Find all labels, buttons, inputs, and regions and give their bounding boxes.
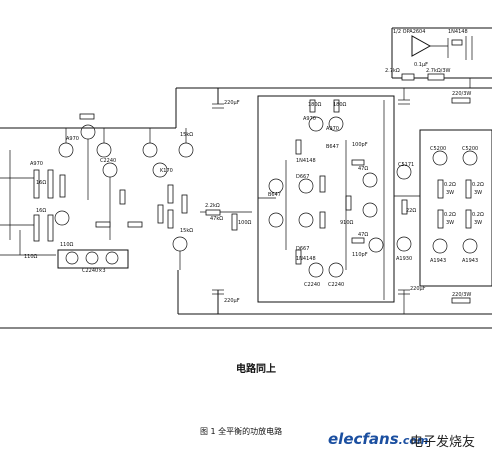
label-r180-2: 180Ω [333, 102, 347, 108]
label-cap-220-bot: 220μF [410, 286, 426, 292]
label-a1943-1: A1943 [430, 258, 446, 264]
label-c2240x3: C2240×3 [82, 268, 106, 274]
label-c100p: 100pF [352, 142, 368, 148]
label-a1930: A1930 [396, 256, 412, 262]
label-a970-3: A970 [303, 116, 316, 122]
label-b647-1: B647 [268, 192, 281, 198]
label-r15k-1: 15kΩ [180, 132, 193, 138]
label-3w-2: 3W [474, 190, 482, 196]
label-a1943-2: A1943 [462, 258, 478, 264]
label-c5200-1: C5200 [430, 146, 446, 152]
circuit-caption: 电路同上 [236, 364, 276, 375]
label-3w-3: 3W [446, 220, 454, 226]
label-r02-1: 0.2Ω [444, 182, 456, 188]
brand-name: elecfans [328, 430, 399, 448]
label-res-220-3w-top: 220/3W [452, 91, 471, 97]
label-c2240-3: C2240 [328, 282, 344, 288]
label-r110-2: 110Ω [24, 254, 38, 260]
label-r02-3: 0.2Ω [444, 212, 456, 218]
label-1n4148-b: 1N4148 [296, 256, 316, 262]
label-res-top-a: 2.7kΩ [385, 68, 400, 74]
label-c110p: 110pF [352, 252, 368, 258]
label-r47-b: 47Ω [358, 232, 368, 238]
label-c2240-2: C2240 [304, 282, 320, 288]
figure-caption: 图 1 全平衡的功放电路 [200, 427, 283, 436]
label-cap-220-top: 220μF [224, 100, 240, 106]
label-r910: 910Ω [340, 220, 354, 226]
label-a970-1: A970 [66, 136, 79, 142]
label-k170: K170 [160, 168, 173, 174]
label-c5200-2: C5200 [462, 146, 478, 152]
label-cap-top: 0.1μF [414, 62, 428, 68]
label-r22: 22Ω [406, 208, 416, 214]
brand-tld: .com [398, 434, 429, 447]
brand-chinese: 电子发烧友 [410, 435, 476, 450]
label-r02-2: 0.2Ω [472, 182, 484, 188]
label-r15k-2: 15kΩ [180, 228, 193, 234]
label-d667-2: D667 [296, 246, 309, 252]
label-a970-4: A970 [326, 126, 339, 132]
label-3w-1: 3W [446, 190, 454, 196]
label-r16-1: 16Ω [36, 180, 46, 186]
label-res-top-b: 2.7kΩ/3W [426, 68, 451, 74]
label-c5171: C5171 [398, 162, 414, 168]
label-op-amp: 1/2 OPA2604 [393, 29, 425, 35]
label-r47-a: 47Ω [358, 166, 368, 172]
label-r180-1: 180Ω [308, 102, 322, 108]
label-3w-4: 3W [474, 220, 482, 226]
label-r2-2k: 2.2kΩ [205, 203, 220, 209]
label-r100: 100Ω [238, 220, 252, 226]
label-res-220-3w-bot: 220/3W [452, 292, 471, 298]
label-diode-top: 1N4148 [448, 29, 468, 35]
label-r47k: 47kΩ [210, 216, 223, 222]
label-b647-2: B647 [326, 144, 339, 150]
label-1n4148-a: 1N4148 [296, 158, 316, 164]
brand-logo: elecfans.com [328, 430, 428, 448]
label-cap-220-left-bot: 220μF [224, 298, 240, 304]
label-a970-2: A970 [30, 161, 43, 167]
label-c2240-1: C2240 [100, 158, 116, 164]
label-d667-1: D667 [296, 174, 309, 180]
label-r16-2: 16Ω [36, 208, 46, 214]
label-r110-1: 110Ω [60, 242, 74, 248]
label-r02-4: 0.2Ω [472, 212, 484, 218]
